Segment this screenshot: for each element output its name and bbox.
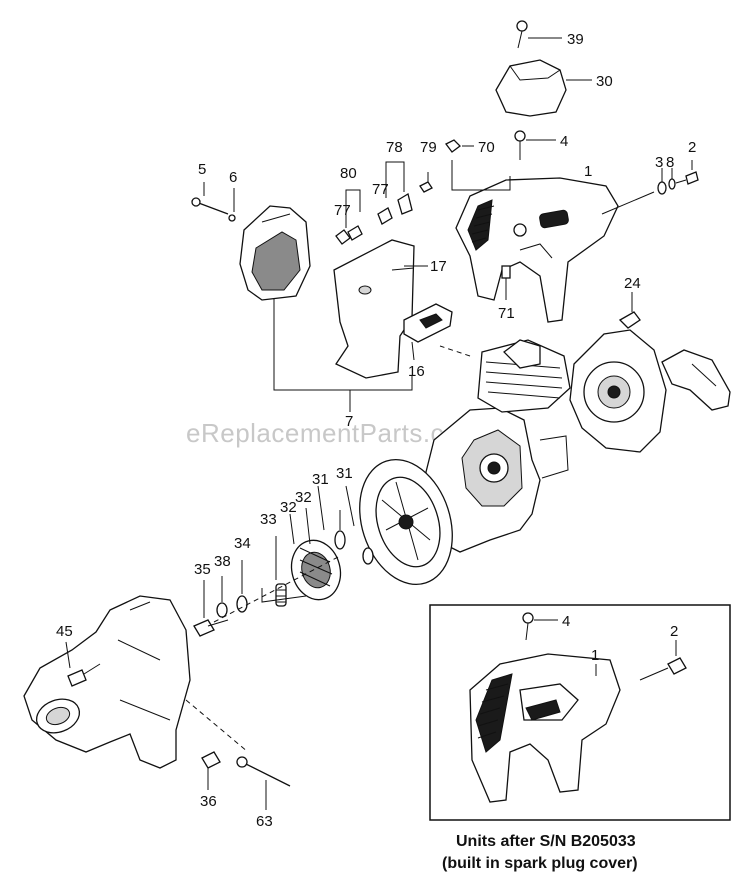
engine-crankcase <box>425 339 571 553</box>
bolt-79 <box>419 172 433 193</box>
inset-caption-line2: (built in spark plug cover) <box>442 855 638 872</box>
callout-16: 16 <box>408 363 425 380</box>
callout-80: 80 <box>340 165 357 182</box>
bolt-36 <box>201 751 221 790</box>
inset-screw-2 <box>639 640 687 681</box>
callout-70: 70 <box>478 139 495 156</box>
bolt-35 <box>193 580 229 637</box>
callout-32-a: 32 <box>295 489 312 506</box>
washer-31a <box>334 510 346 550</box>
callout-6: 6 <box>229 169 237 186</box>
callout-2: 2 <box>688 139 696 156</box>
inset-callout-1: 1 <box>591 647 599 664</box>
bracket-77-80 <box>335 189 363 245</box>
clutch-32 <box>290 539 342 601</box>
callout-78: 78 <box>386 139 403 156</box>
callout-30: 30 <box>596 73 613 90</box>
group-bracket-7 <box>273 298 413 391</box>
washer-38 <box>216 576 228 618</box>
callout-32-b: 32 <box>280 499 297 516</box>
inset-frame <box>429 604 731 821</box>
callout-36: 36 <box>200 793 217 810</box>
callout-7: 7 <box>345 413 353 430</box>
top-cover-1 <box>455 177 619 323</box>
callout-31-a: 31 <box>336 465 353 482</box>
gasket-16 <box>403 303 453 361</box>
callout-77-a: 77 <box>372 181 389 198</box>
inset-callout-4: 4 <box>562 613 570 630</box>
callout-63: 63 <box>256 813 273 830</box>
screw-5 <box>191 182 229 215</box>
rod-63 <box>236 756 291 810</box>
top-cap-30 <box>495 59 592 117</box>
callout-39: 39 <box>567 31 584 48</box>
nut-6 <box>228 188 236 222</box>
callout-labels: 39 30 4 79 70 78 80 77 77 5 6 2 3 8 1 17… <box>56 31 696 830</box>
callout-71: 71 <box>498 305 515 322</box>
bolt-45 <box>65 641 101 687</box>
cap-70 <box>445 139 511 191</box>
callout-31-b: 31 <box>312 471 329 488</box>
callout-34: 34 <box>234 535 251 552</box>
flywheel <box>359 458 453 586</box>
screw-39 <box>516 20 562 49</box>
callout-38: 38 <box>214 553 231 570</box>
callout-77-b: 77 <box>334 202 351 219</box>
plate-17 <box>333 239 415 379</box>
washer-3 <box>657 168 667 195</box>
screw-4 <box>514 130 556 160</box>
bolt-24 <box>618 292 641 329</box>
callout-3: 3 <box>655 154 663 171</box>
spring-33 <box>275 583 287 607</box>
callout-45: 45 <box>56 623 73 640</box>
bracket-78 <box>377 161 413 225</box>
watermark: eReplacementParts.com <box>186 418 481 448</box>
callout-79: 79 <box>420 139 437 156</box>
callout-8: 8 <box>666 154 674 171</box>
callout-4: 4 <box>560 133 568 150</box>
callout-35: 35 <box>194 561 211 578</box>
gear-housing <box>23 595 191 769</box>
callout-33: 33 <box>260 511 277 528</box>
washer-34 <box>236 560 248 613</box>
inset-screw-4 <box>522 612 558 641</box>
part-71 <box>501 265 511 300</box>
callout-24: 24 <box>624 275 641 292</box>
inset-callout-2: 2 <box>670 623 678 640</box>
washer-31b <box>345 485 374 565</box>
washer-8 <box>668 168 676 190</box>
inset-cover-1 <box>469 653 621 803</box>
callout-5: 5 <box>198 161 206 178</box>
screw-2 <box>675 160 699 185</box>
inset-caption-line1: Units after S/N B205033 <box>456 833 636 850</box>
callout-1: 1 <box>584 163 592 180</box>
callout-17: 17 <box>430 258 447 275</box>
recoil-starter <box>569 329 731 453</box>
muffler-cover <box>239 205 311 301</box>
